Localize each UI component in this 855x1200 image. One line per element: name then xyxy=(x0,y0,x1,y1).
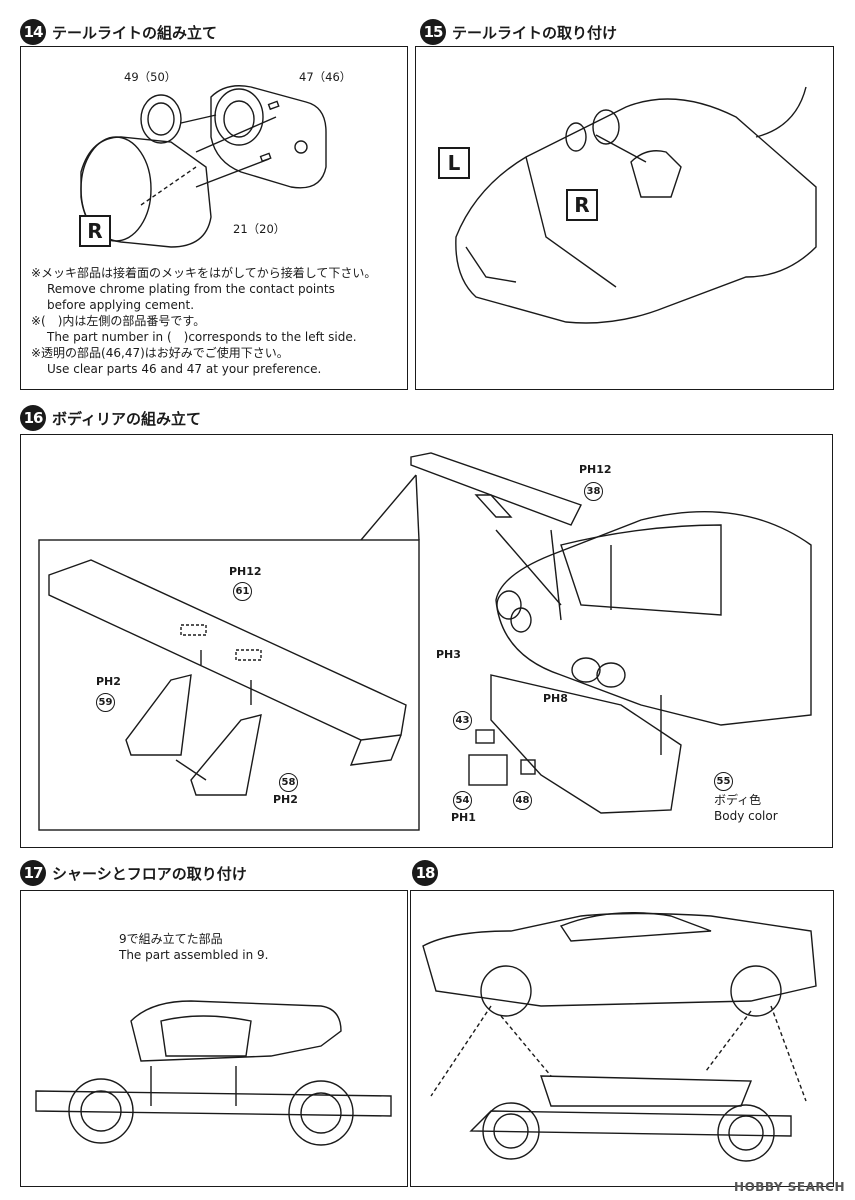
part-number-55: 55 xyxy=(714,772,733,791)
body-chassis-final-illustration xyxy=(422,911,817,1162)
rear-body-assembly-illustration xyxy=(38,452,812,831)
side-label-right: R xyxy=(79,215,111,247)
note-left-en: The part number in ( )corresponds to the… xyxy=(47,330,357,344)
part-54-runner-label: PH1 xyxy=(451,811,476,824)
step-number: 17 xyxy=(20,860,46,886)
watermark: HOBBY SEARCH xyxy=(734,1180,845,1194)
step-17-header: 17 シャーシとフロアの取り付け xyxy=(20,860,247,886)
wing-part-number: 61 xyxy=(233,582,252,601)
step-number: 14 xyxy=(20,19,46,45)
note-clear-jp: ※透明の部品(46,47)はお好みでご使用下さい。 xyxy=(31,346,289,360)
stay-right-runner-label: PH2 xyxy=(273,793,298,806)
part-number-21-20: 21（20） xyxy=(233,222,286,236)
part-number-47-46: 47（46） xyxy=(299,70,352,84)
step-title: テールライトの組み立て xyxy=(52,23,218,42)
step-14-header: 14 テールライトの組み立て xyxy=(20,19,217,45)
car-wing-part-number: 38 xyxy=(584,482,603,501)
note-chrome-en-2: before applying cement. xyxy=(47,298,195,312)
step-number: 15 xyxy=(420,19,446,45)
side-label-right: R xyxy=(566,189,598,221)
panel-step-17: 9で組み立てた部品 The part assembled in 9. xyxy=(20,890,408,1187)
side-label-left: L xyxy=(438,147,470,179)
bumper-runner-label: PH8 xyxy=(543,692,568,705)
note-clear-en: Use clear parts 46 and 47 at your prefer… xyxy=(47,362,322,376)
part-number-48: 48 xyxy=(513,791,532,810)
note-chrome-en-1: Remove chrome plating from the contact p… xyxy=(47,282,335,296)
tail-light-install-illustration xyxy=(455,86,817,324)
part-number-43: 43 xyxy=(453,711,472,730)
stay-right-part-number: 58 xyxy=(279,773,298,792)
panel-step-18 xyxy=(410,890,834,1187)
step-title: ボディリアの組み立て xyxy=(52,409,201,428)
step-title: テールライトの取り付け xyxy=(452,23,618,42)
step-number: 16 xyxy=(20,405,46,431)
part-number-54: 54 xyxy=(453,791,472,810)
stay-left-runner-label: PH2 xyxy=(96,675,121,688)
step-number: 18 xyxy=(412,860,438,886)
step-title: シャーシとフロアの取り付け xyxy=(52,864,247,883)
step-15-header: 15 テールライトの取り付け xyxy=(420,19,617,45)
chassis-floor-illustration xyxy=(35,1000,392,1146)
panel-step-14: 49（50） 47（46） 21（20） R ※メッキ部品は接着面のメッキをはが… xyxy=(20,46,408,390)
rear-runner-label: PH3 xyxy=(436,648,461,661)
note-assembled-en: The part assembled in 9. xyxy=(119,948,269,962)
inset-frame xyxy=(38,539,420,831)
wing-runner-label: PH12 xyxy=(229,565,262,578)
panel-step-15: L R xyxy=(415,46,834,390)
note-chrome-jp: ※メッキ部品は接着面のメッキをはがしてから接着して下さい。 xyxy=(31,266,377,280)
car-wing-runner-label: PH12 xyxy=(579,463,612,476)
step-16-header: 16 ボディリアの組み立て xyxy=(20,405,201,431)
note-assembled-jp: 9で組み立てた部品 xyxy=(119,932,223,946)
panel-step-16: PH12 61 PH2 59 58 PH2 PH12 38 PH3 PH8 43… xyxy=(20,434,833,848)
step-18-header: 18 xyxy=(412,860,444,886)
body-color-en: Body color xyxy=(714,809,778,823)
stay-left-part-number: 59 xyxy=(96,693,115,712)
body-color-jp: ボディ色 xyxy=(714,793,762,807)
part-number-49-50: 49（50） xyxy=(124,70,177,84)
note-left-jp: ※( )内は左側の部品番号です。 xyxy=(31,314,206,328)
